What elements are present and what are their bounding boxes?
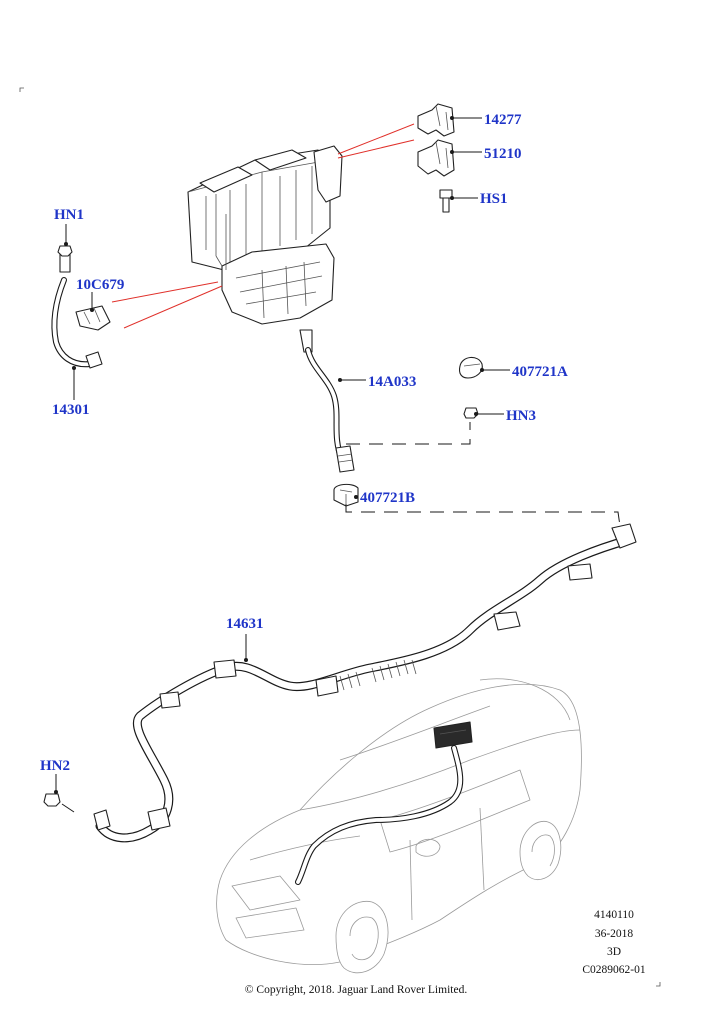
nut-hn3-part: [463, 407, 479, 419]
nut-hn1-part: [57, 245, 73, 257]
callout-14277[interactable]: 14277: [484, 112, 522, 128]
callout-407721a[interactable]: 407721A: [512, 364, 568, 380]
callout-10c679[interactable]: 10C679: [76, 277, 124, 293]
callout-hs1[interactable]: HS1: [480, 191, 508, 207]
corner-mark-bottom-right: [656, 982, 661, 987]
cable-14a033-part: [299, 329, 355, 473]
callout-hn2[interactable]: HN2: [40, 758, 70, 774]
bracket-14277-part: [417, 103, 455, 137]
info-line-1: 4140110: [594, 909, 634, 921]
clip-407721b-part: [333, 483, 359, 507]
red-callout-lines: [111, 123, 415, 329]
info-line-2: 36-2018: [595, 928, 634, 940]
callout-14a033[interactable]: 14A033: [368, 374, 416, 390]
cable-14301-part: [51, 253, 111, 369]
bracket-51210-part: [417, 139, 455, 177]
callout-hn3[interactable]: HN3: [506, 408, 536, 424]
cable-14631-part: [93, 523, 637, 843]
battery-assembly: [187, 145, 343, 325]
callout-hn1[interactable]: HN1: [54, 207, 84, 223]
bolt-hs1-part: [439, 189, 453, 213]
vehicle-illustration: [216, 678, 582, 974]
drawing-info-block: 4140110 36-2018 3D C0289062-01: [582, 909, 646, 976]
info-line-4: C0289062-01: [582, 964, 646, 976]
callout-14301[interactable]: 14301: [52, 402, 90, 418]
callout-labels: 14277 51210 HS1 HN1 10C679 14301 14A033 …: [40, 112, 568, 774]
nut-hn2-part: [43, 793, 61, 807]
dashed-relation-lines: [345, 422, 623, 541]
callout-51210[interactable]: 51210: [484, 146, 522, 162]
clip-407721a-part: [458, 356, 483, 379]
info-line-3: 3D: [607, 946, 621, 958]
callout-407721b[interactable]: 407721B: [360, 490, 415, 506]
copyright-notice: © Copyright, 2018. Jaguar Land Rover Lim…: [245, 984, 468, 996]
corner-mark-top-left: [19, 87, 24, 92]
callout-14631[interactable]: 14631: [226, 616, 264, 632]
leader-lines: [54, 116, 510, 813]
